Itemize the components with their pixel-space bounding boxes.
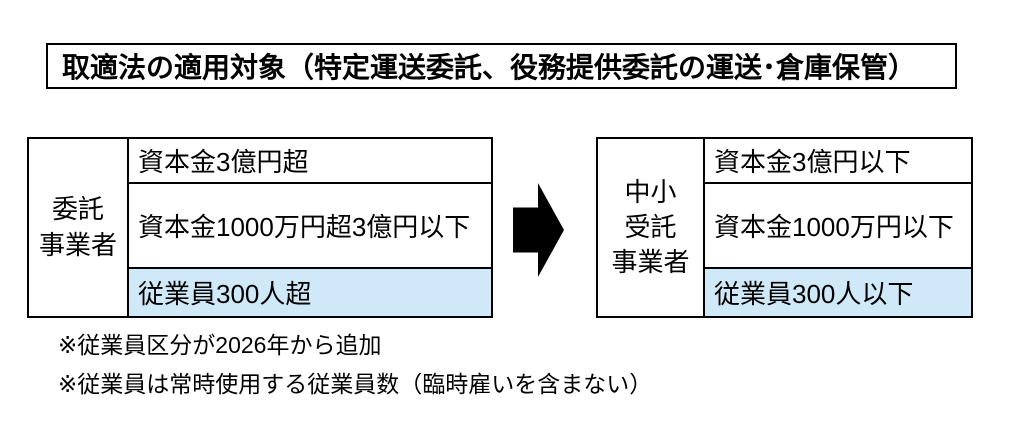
table-row: 資本金1000万円超3億円以下 — [129, 184, 491, 269]
row-label: 資本金3億円超 — [138, 147, 309, 177]
row-label: 従業員300人超 — [138, 279, 312, 309]
footnote-employee-definition: ※従業員は常時使用する従業員数（臨時雇いを含まない） — [58, 371, 653, 397]
table-row: 資本金1000万円以下 — [705, 184, 971, 269]
row-label: 資本金3億円以下 — [714, 147, 911, 177]
consignor-table-header: 委託 事業者 — [29, 139, 129, 316]
table-row: 資本金3億円超 — [129, 139, 491, 184]
row-label: 従業員300人以下 — [714, 279, 914, 309]
table-row-highlighted: 従業員300人以下 — [705, 269, 971, 316]
page-title: 取適法の適用対象（特定運送委託、役務提供委託の運送･倉庫保管） — [62, 52, 917, 83]
row-label: 資本金1000万円超3億円以下 — [138, 212, 471, 242]
table-row: 資本金3億円以下 — [705, 139, 971, 184]
table-row-highlighted: 従業員300人超 — [129, 269, 491, 316]
title-box: 取適法の適用対象（特定運送委託、役務提供委託の運送･倉庫保管） — [46, 43, 957, 89]
small-subcontractor-table-header: 中小 受託 事業者 — [598, 139, 705, 316]
right-arrow-icon — [513, 183, 564, 277]
row-label: 資本金1000万円以下 — [714, 212, 954, 242]
consignor-table: 委託 事業者 資本金3億円超 資本金1000万円超3億円以下 従業員300人超 — [27, 137, 493, 318]
footnote-employee-category-added: ※従業員区分が2026年から追加 — [58, 332, 382, 358]
small-subcontractor-table: 中小 受託 事業者 資本金3億円以下 資本金1000万円以下 従業員300人以下 — [596, 137, 973, 318]
